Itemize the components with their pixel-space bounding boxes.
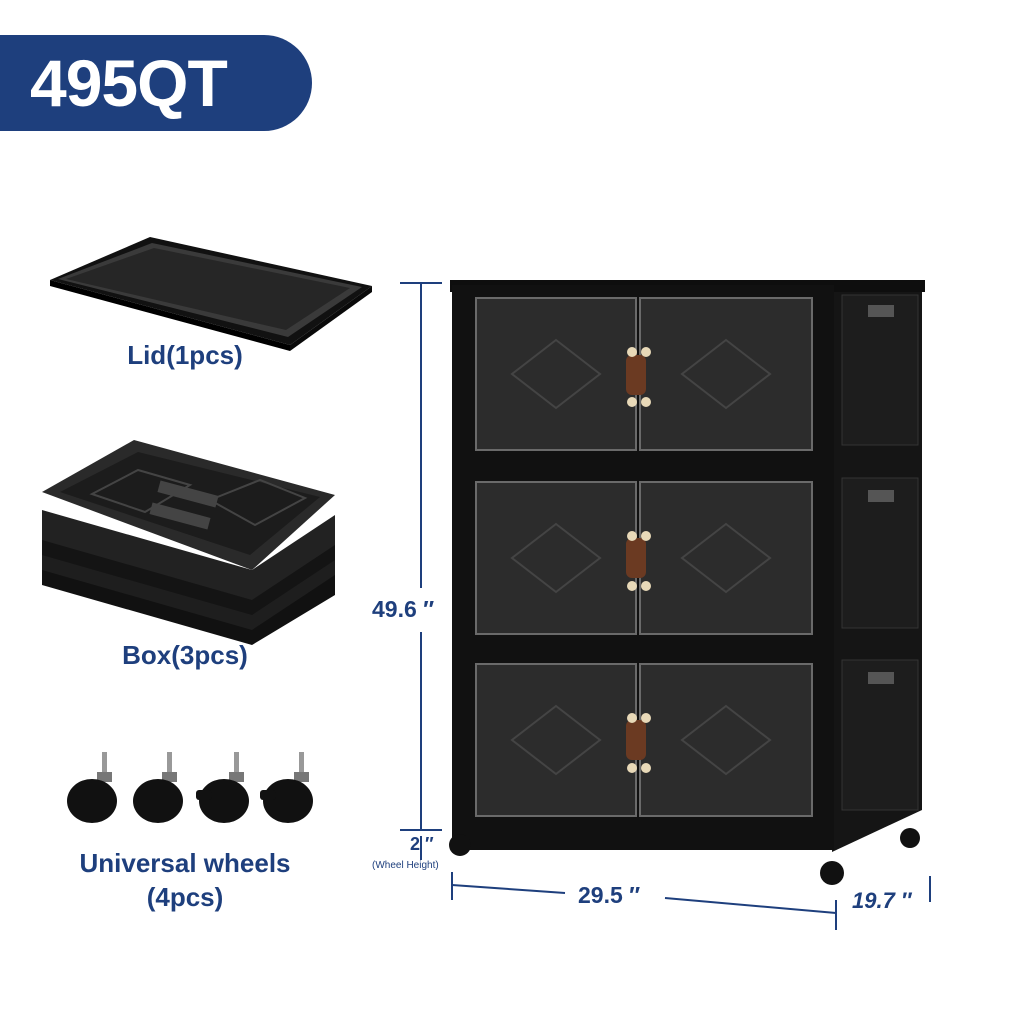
lid-image bbox=[50, 237, 372, 351]
depth-dimension: 19.7 ″ bbox=[852, 888, 912, 913]
wheels-image bbox=[67, 752, 313, 823]
width-dimension: 29.5 ″ bbox=[578, 882, 641, 908]
folded-box-stack-image bbox=[42, 440, 335, 645]
storage-cabinet-image bbox=[449, 280, 925, 885]
wheels-label-line2: (4pcs) bbox=[146, 882, 224, 912]
wheels-label-line1: Universal wheels bbox=[79, 848, 291, 878]
wheel-height-note: (Wheel Height) bbox=[372, 860, 439, 871]
height-dimension: 49.6 ″ bbox=[372, 596, 435, 622]
lid-label: Lid(1pcs) bbox=[127, 340, 243, 370]
dimension-lines bbox=[400, 282, 931, 930]
box-label: Box(3pcs) bbox=[122, 640, 248, 670]
wheel-height-dimension: 2 ″ bbox=[410, 834, 434, 854]
size-badge bbox=[0, 35, 312, 131]
capacity-title: 495QT bbox=[30, 46, 228, 120]
